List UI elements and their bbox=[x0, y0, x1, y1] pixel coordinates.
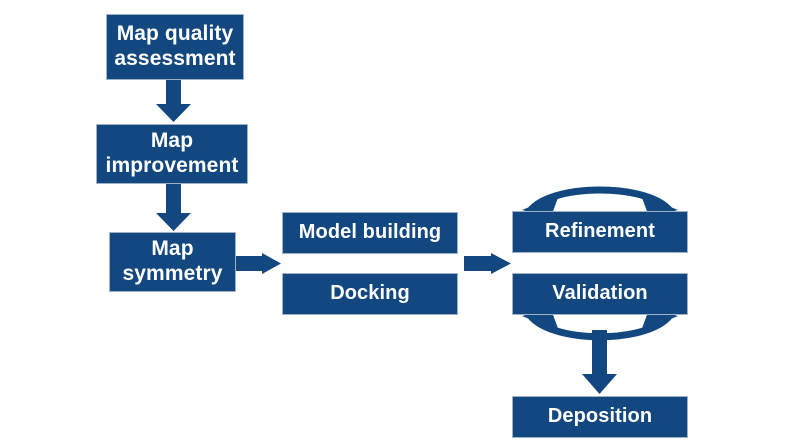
connector-quality-to-improvement bbox=[156, 80, 191, 122]
node-map-symmetry[interactable]: Map symmetry bbox=[109, 232, 236, 292]
connector-building-to-refinement bbox=[464, 253, 511, 274]
node-label: Docking bbox=[330, 282, 410, 305]
node-map-improvement[interactable]: Map improvement bbox=[96, 124, 248, 184]
node-label: Map symmetry bbox=[122, 237, 223, 285]
node-label: Refinement bbox=[545, 220, 655, 243]
node-label: Map improvement bbox=[105, 129, 239, 177]
node-label: Validation bbox=[552, 282, 648, 305]
node-model-building[interactable]: Model building bbox=[282, 212, 458, 254]
node-validation[interactable]: Validation bbox=[512, 273, 688, 315]
node-label: Model building bbox=[298, 221, 442, 244]
node-label: Deposition bbox=[547, 405, 653, 428]
node-refinement[interactable]: Refinement bbox=[512, 211, 688, 253]
connector-symmetry-to-building bbox=[236, 253, 281, 274]
connector-cycle-to-deposition bbox=[582, 330, 617, 394]
node-deposition[interactable]: Deposition bbox=[512, 396, 688, 438]
node-map-quality-assessment[interactable]: Map quality assessment bbox=[106, 14, 244, 80]
connector-improvement-to-symmetry bbox=[156, 184, 191, 231]
node-label: Map quality assessment bbox=[114, 22, 236, 70]
node-docking[interactable]: Docking bbox=[282, 273, 458, 315]
